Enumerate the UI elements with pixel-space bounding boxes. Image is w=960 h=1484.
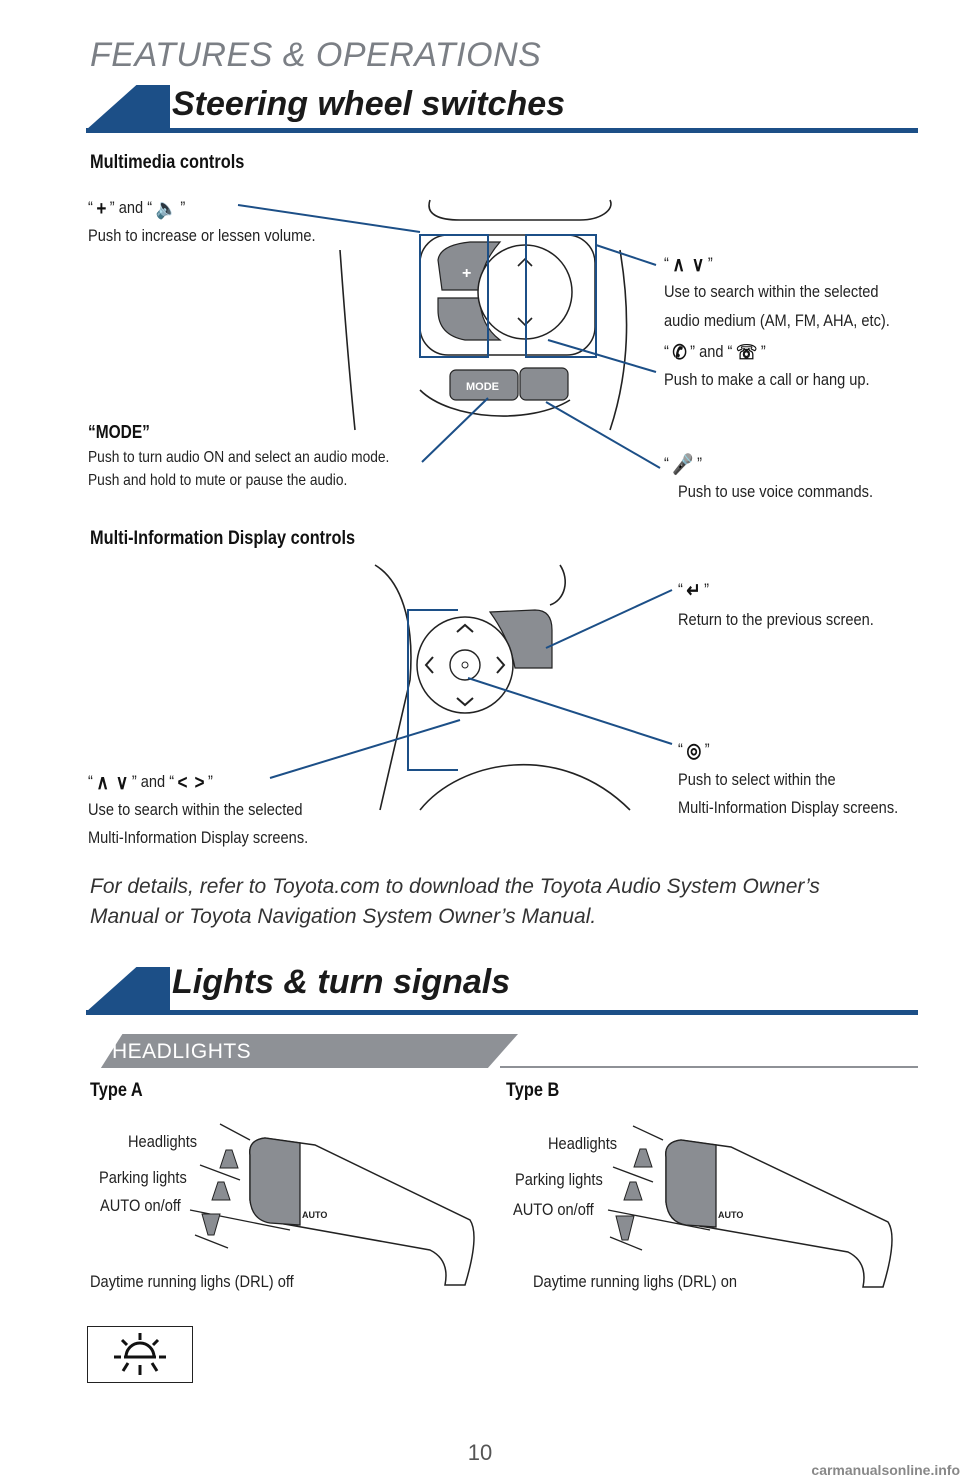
mode-title: “MODE” xyxy=(88,422,150,442)
lights-banner-title: Lights & turn signals xyxy=(172,963,511,1001)
type-b-auto-mark: AUTO xyxy=(718,1210,743,1220)
search-desc-2: audio medium (AM, FM, AHA, etc). xyxy=(664,311,890,330)
up-arrow-icon: ∧ xyxy=(96,772,109,794)
select-desc-1: Push to select within the xyxy=(678,770,836,789)
mid-callouts xyxy=(269,589,673,779)
type-b-lever-illustration: AUTO xyxy=(607,1125,893,1288)
section-header: FEATURES & OPERATIONS xyxy=(90,36,542,74)
call-label: “✆” and “☏” xyxy=(664,342,766,364)
hang-up-icon: ☏ xyxy=(735,342,758,364)
svg-text:+: + xyxy=(462,265,471,282)
mode-button-text: MODE xyxy=(466,381,499,393)
back-arrow-icon: ↵ xyxy=(686,580,701,602)
mid-arrows-label: “∧∨” and “<>” xyxy=(88,772,213,794)
call-desc: Push to make a call or hang up. xyxy=(664,370,870,389)
select-desc-2: Multi-Information Display screens. xyxy=(678,798,899,817)
type-a-title: Type A xyxy=(90,1080,143,1101)
back-label: “↵” xyxy=(678,580,710,602)
mid-switch-illustration xyxy=(374,564,631,811)
headlights-subheading: HEADLIGHTS xyxy=(112,1040,252,1063)
watermark: carmanualsonline.info xyxy=(811,1462,960,1478)
volume-label: “+” and “🔈” xyxy=(88,198,186,220)
mode-desc-1: Push to turn audio ON and select an audi… xyxy=(88,449,390,466)
type-b-auto: AUTO on/off xyxy=(513,1200,594,1219)
speaker-minus-icon: 🔈 xyxy=(155,198,177,220)
back-desc: Return to the previous screen. xyxy=(678,610,874,629)
down-arrow-icon: ∨ xyxy=(691,254,705,276)
type-a-auto: AUTO on/off xyxy=(100,1196,181,1215)
select-button-icon: ◎ xyxy=(686,740,702,762)
lights-banner: Lights & turn signals xyxy=(86,963,918,1015)
mid-arrows-desc-1: Use to search within the selected xyxy=(88,800,303,819)
type-b-title: Type B xyxy=(506,1080,560,1101)
left-arrow-icon: < xyxy=(177,772,188,794)
type-a-auto-mark: AUTO xyxy=(302,1210,327,1220)
plus-icon: + xyxy=(96,198,107,220)
up-arrow-icon: ∧ xyxy=(672,254,685,276)
headlight-indicator-icon xyxy=(114,1333,166,1375)
multimedia-heading: Multimedia controls xyxy=(90,152,245,173)
subheading-rule xyxy=(500,1066,918,1068)
mid-arrows-desc-2: Multi-Information Display screens. xyxy=(88,828,309,847)
type-a-lever-illustration: AUTO xyxy=(189,1123,475,1286)
type-b-drl: Daytime running lighs (DRL) on xyxy=(533,1272,737,1291)
voice-icon: 🎤 xyxy=(672,454,694,476)
mid-heading: Multi-Information Display controls xyxy=(90,528,356,549)
type-a-drl: Daytime running lighs (DRL) off xyxy=(90,1272,294,1291)
type-a-parking: Parking lights xyxy=(99,1168,187,1187)
right-arrow-icon: > xyxy=(194,772,205,794)
mode-desc-2: Push and hold to mute or pause the audio… xyxy=(88,472,348,489)
type-a-headlights: Headlights xyxy=(128,1132,198,1151)
search-arrows-label: “∧∨” xyxy=(664,254,713,276)
phone-icon: ✆ xyxy=(672,342,687,364)
type-b-parking: Parking lights xyxy=(515,1170,603,1189)
steering-banner: Steering wheel switches xyxy=(86,85,918,133)
steering-banner-title: Steering wheel switches xyxy=(172,85,566,123)
type-b-headlights: Headlights xyxy=(548,1134,618,1153)
multimedia-callouts xyxy=(237,204,661,469)
select-label: “◎” xyxy=(678,740,710,762)
headlights-subheading-bar xyxy=(100,1034,518,1068)
page-number: 10 xyxy=(467,1440,493,1465)
down-arrow-icon: ∨ xyxy=(115,772,129,794)
multimedia-switch-illustration: + MODE xyxy=(339,199,628,431)
volume-desc: Push to increase or lessen volume. xyxy=(88,226,316,245)
voice-desc: Push to use voice commands. xyxy=(678,482,874,501)
headlight-indicator-box xyxy=(87,1326,193,1383)
search-desc-1: Use to search within the selected xyxy=(664,282,879,301)
voice-label: “🎤” xyxy=(664,454,703,476)
details-note: For details, refer to Toyota.com to down… xyxy=(90,875,820,928)
